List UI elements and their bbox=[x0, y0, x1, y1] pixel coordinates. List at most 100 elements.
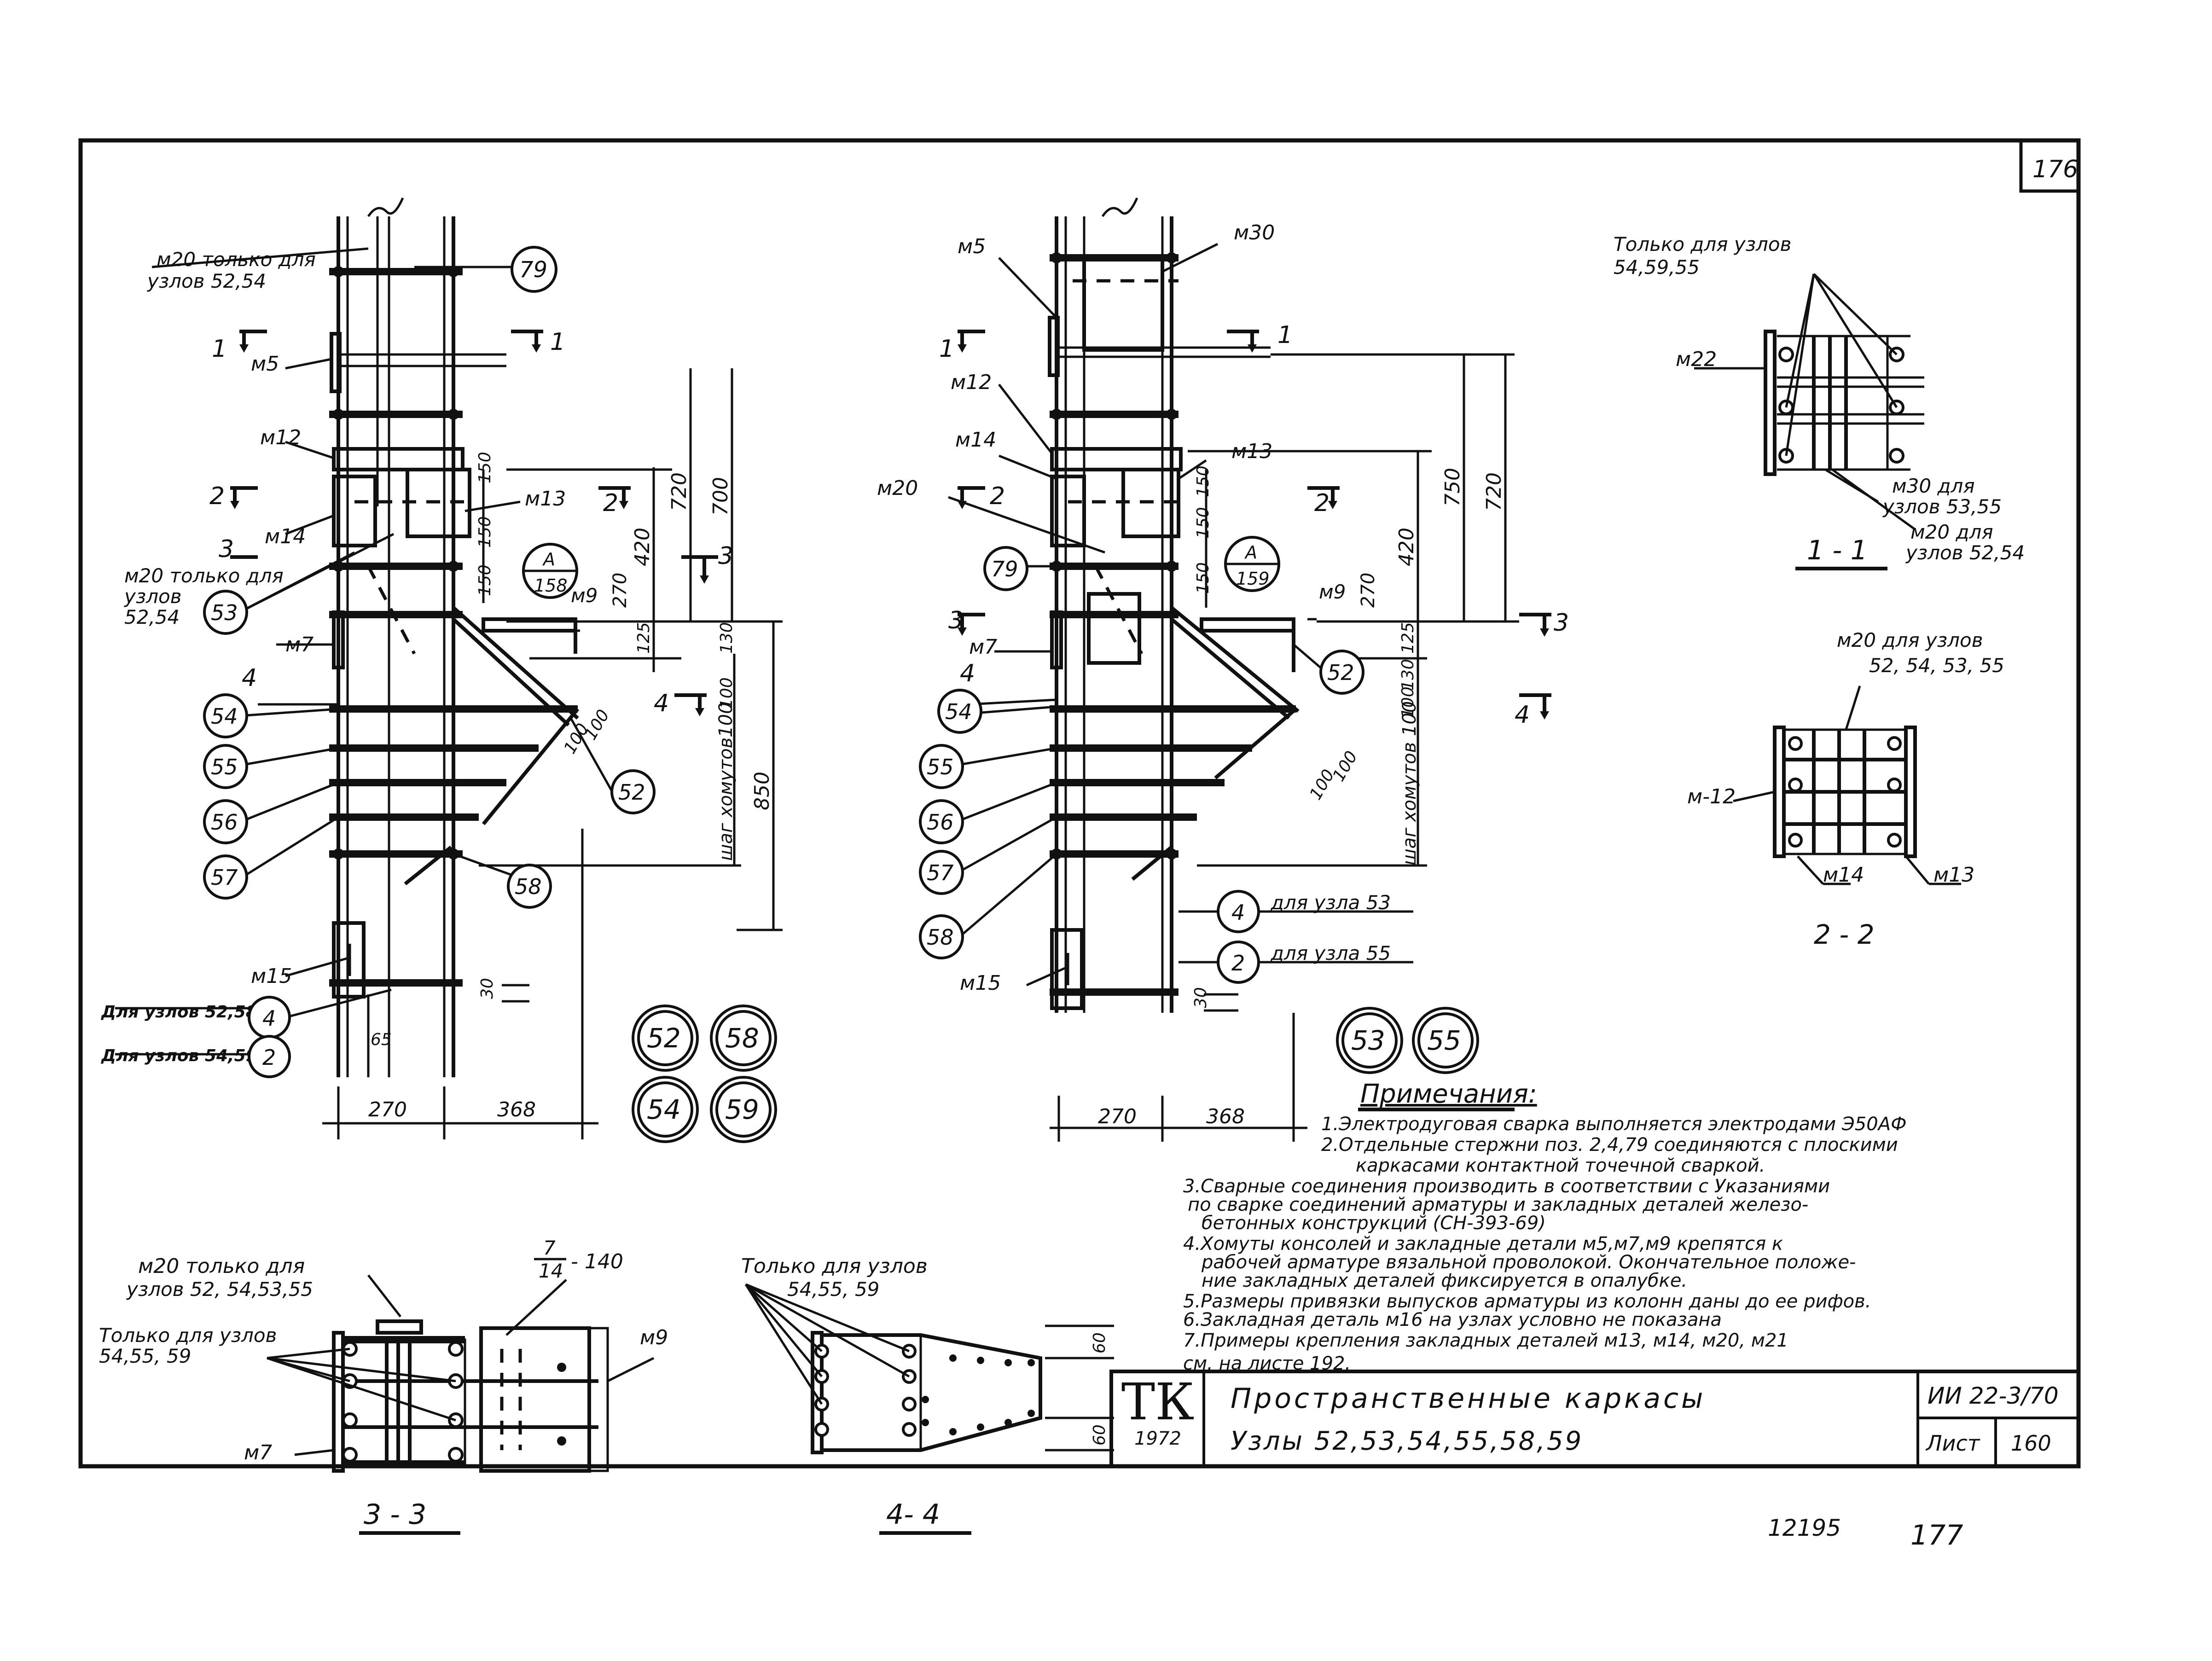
left-d270v: 270 bbox=[610, 573, 631, 608]
s33-m20-a: м20 только для bbox=[138, 1254, 305, 1278]
page-next-number: 177 bbox=[1910, 1519, 1963, 1551]
left-m15: м15 bbox=[251, 964, 292, 988]
stamp-logo-cell: ТК 1972 bbox=[1113, 1373, 1205, 1466]
right-m7: м7 bbox=[969, 635, 997, 659]
left-callout-a-bot: 158 bbox=[534, 575, 568, 596]
left-cut-3b: 3 bbox=[718, 542, 733, 570]
right-cut-2a: 2 bbox=[990, 482, 1005, 510]
left-badge-59: 59 bbox=[725, 1094, 759, 1125]
right-callouts: А 159 79 54 55 56 57 58 52 4 2 53 55 bbox=[919, 536, 1479, 1074]
right-m5: м5 bbox=[958, 235, 986, 258]
right-callout-55: 55 bbox=[927, 755, 954, 779]
left-m9: м9 bbox=[571, 584, 598, 607]
right-d130: 130 bbox=[1399, 659, 1417, 691]
left-callout-56: 56 bbox=[211, 810, 238, 835]
left-d130: 130 bbox=[717, 622, 736, 654]
right-callout-52: 52 bbox=[1327, 660, 1354, 685]
s11-m30-b: узлов 53,55 bbox=[1882, 495, 2002, 518]
s11-m20-b: узлов 52,54 bbox=[1905, 541, 2025, 564]
note-4a: 4.Хомуты консолей и закладные детали м5,… bbox=[1183, 1233, 1783, 1254]
right-d720: 720 bbox=[1482, 472, 1506, 511]
right-callout-a-top: А bbox=[1244, 542, 1257, 563]
left-callout-54: 54 bbox=[211, 704, 238, 729]
s33-frac-val: - 140 bbox=[571, 1250, 623, 1273]
left-callout-57: 57 bbox=[211, 865, 238, 890]
s44-d60b: 60 bbox=[1090, 1424, 1109, 1446]
sheet-number: 176 bbox=[2032, 156, 2078, 183]
s11-title: 1 - 1 bbox=[1807, 534, 1868, 566]
stamp-title: Пространственные каркасы bbox=[1231, 1382, 1706, 1415]
s11-m30-a: м30 для bbox=[1892, 475, 1975, 497]
s22-m13: м13 bbox=[1933, 863, 1974, 887]
stamp-logo: ТК bbox=[1121, 1372, 1195, 1431]
note-7a: 7.Примеры крепления закладных деталей м1… bbox=[1183, 1330, 1788, 1351]
s33-only-b: 54,55, 59 bbox=[99, 1345, 191, 1367]
page-under-number: 12195 bbox=[1768, 1515, 1841, 1541]
s33-m20-b: узлов 52, 54,53,55 bbox=[126, 1278, 313, 1301]
left-badge-54: 54 bbox=[647, 1094, 681, 1125]
right-m30: м30 bbox=[1234, 221, 1275, 244]
right-d150b: 150 bbox=[1194, 507, 1213, 539]
right-m13: м13 bbox=[1231, 440, 1272, 463]
note-3a: 3.Сварные соединения производить в соотв… bbox=[1183, 1176, 1830, 1197]
s44-only: Только для узлов bbox=[741, 1254, 928, 1278]
note-2b: каркасами контактной точечной сваркой. bbox=[1356, 1155, 1765, 1176]
section-1-1: Только для узлов 54,59,55 м22 м30 для уз… bbox=[1614, 233, 2025, 570]
stamp-sheet-value: 160 bbox=[2011, 1431, 2051, 1456]
s11-m22: м22 bbox=[1676, 348, 1717, 371]
stamp: ТК 1972 Пространственные каркасы Узлы 52… bbox=[1109, 1370, 2078, 1466]
note-1: 1.Электродуговая сварка выполняется элек… bbox=[1321, 1114, 1907, 1135]
s33-m7: м7 bbox=[244, 1441, 272, 1464]
s33-m9: м9 bbox=[640, 1326, 668, 1349]
right-d125: 125 bbox=[1399, 622, 1417, 654]
left-d850: 850 bbox=[750, 772, 774, 810]
note-4c: ние закладных деталей фиксируется в опал… bbox=[1202, 1270, 1687, 1291]
left-callout-53: 53 bbox=[211, 600, 238, 625]
note-5: 5.Размеры привязки выпусков арматуры из … bbox=[1183, 1291, 1871, 1312]
right-badge-55: 55 bbox=[1427, 1025, 1461, 1056]
left-m5: м5 bbox=[251, 352, 279, 376]
left-callouts: 79 А 158 53 54 55 56 57 58 52 4 2 52 58 … bbox=[203, 246, 777, 1143]
note-3b: по сварке соединений арматуры и закладны… bbox=[1188, 1194, 1808, 1215]
notes-title: Примечания: bbox=[1360, 1079, 1537, 1109]
left-m14: м14 bbox=[265, 525, 306, 548]
left-d125: 125 bbox=[634, 622, 653, 654]
section-2-2: м20 для узлов 52, 54, 53, 55 м-12 м14 м1… bbox=[1687, 629, 2004, 950]
right-callout-54: 54 bbox=[945, 699, 972, 724]
s44-title: 4- 4 bbox=[886, 1498, 940, 1531]
s33-title: 3 - 3 bbox=[364, 1498, 426, 1531]
left-cut-1b: 1 bbox=[550, 328, 565, 356]
s33-frac-bot: 14 bbox=[539, 1260, 563, 1282]
right-m20: м20 bbox=[877, 476, 918, 500]
right-uz53: для узла 53 bbox=[1270, 891, 1391, 914]
right-m12: м12 bbox=[951, 371, 992, 394]
s44-only-b: 54,55, 59 bbox=[787, 1278, 879, 1301]
s33-only: Только для узлов bbox=[99, 1324, 277, 1347]
stamp-code: ИИ 22-3/70 bbox=[1928, 1382, 2059, 1409]
left-cut-3a: 3 bbox=[219, 535, 234, 563]
right-uz55: для узла 55 bbox=[1270, 942, 1391, 964]
stamp-subtitle: Узлы 52,53,54,55,58,59 bbox=[1231, 1426, 1584, 1456]
left-d30: 30 bbox=[478, 978, 497, 999]
right-badge-53: 53 bbox=[1351, 1025, 1385, 1056]
left-uz-52-58: Для узлов 52,58 bbox=[101, 1003, 257, 1022]
right-d150a: 150 bbox=[1194, 465, 1213, 497]
left-cut-2b: 2 bbox=[603, 489, 618, 517]
right-d420: 420 bbox=[1395, 528, 1418, 566]
sheet-frame bbox=[78, 138, 2081, 1469]
left-callout-79: 79 bbox=[519, 257, 547, 283]
right-cut-2b: 2 bbox=[1314, 489, 1330, 517]
left-m20-b1: м20 только для bbox=[124, 564, 284, 587]
right-callout-56: 56 bbox=[927, 810, 954, 835]
note-3c: бетонных конструкций (СН-393-69) bbox=[1202, 1213, 1546, 1234]
right-d30: 30 bbox=[1191, 987, 1210, 1008]
right-cut-3a: 3 bbox=[948, 607, 964, 634]
right-shag: шаг хомутов 100 bbox=[1399, 701, 1420, 865]
left-note-m20-b: узлов 52,54 bbox=[146, 270, 266, 292]
left-badge-52: 52 bbox=[647, 1022, 681, 1054]
note-6: 6.Закладная деталь м16 на узлах условно … bbox=[1183, 1309, 1722, 1330]
left-m20-b3: 52,54 bbox=[124, 606, 180, 628]
stamp-sheet-label: Лист bbox=[1926, 1431, 1980, 1456]
note-4b: рабочей арматуре вязальной проволокой. О… bbox=[1201, 1252, 1856, 1273]
left-d150a: 150 bbox=[476, 452, 494, 483]
